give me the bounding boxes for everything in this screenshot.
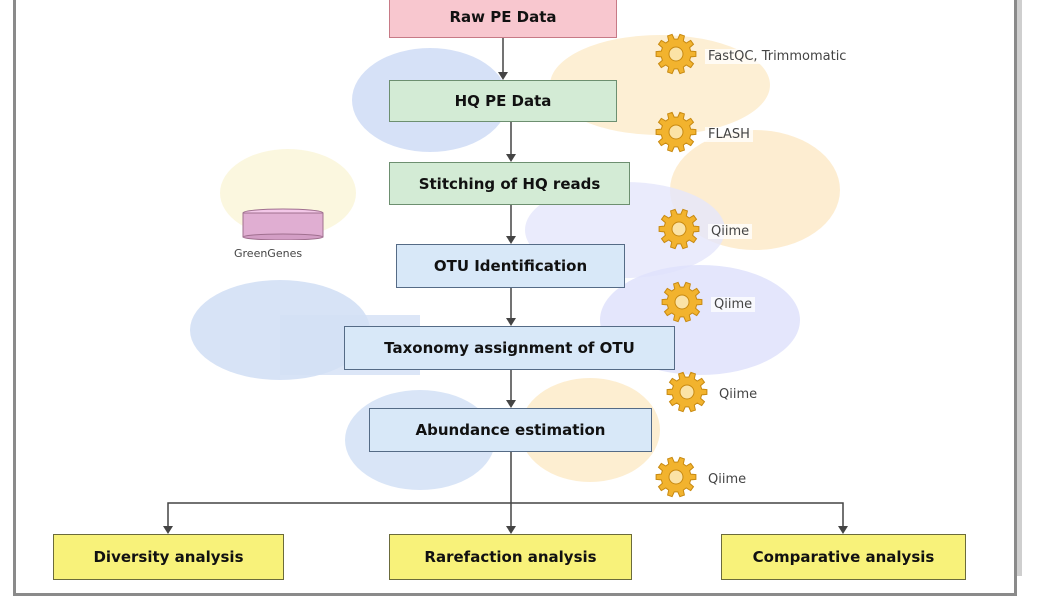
- gear-icon: [653, 109, 699, 159]
- analysis-comparative: Comparative analysis: [721, 534, 966, 580]
- gear-icon: [656, 206, 702, 256]
- step-abundance-estimation: Abundance estimation: [369, 408, 652, 452]
- tool-qiime-taxonomy: Qiime: [659, 279, 756, 329]
- gear-icon: [653, 31, 699, 81]
- database-icon: [241, 208, 325, 244]
- tool-flash: FLASH: [653, 109, 753, 159]
- gear-icon: [659, 279, 705, 329]
- step-taxonomy-assignment: Taxonomy assignment of OTU: [344, 326, 675, 370]
- step-raw-pe-data: Raw PE Data: [389, 0, 617, 38]
- step-hq-pe-data: HQ PE Data: [389, 80, 617, 122]
- step-stitching: Stitching of HQ reads: [389, 162, 630, 205]
- tool-qiime-analysis: Qiime: [653, 454, 750, 504]
- tool-qiime-otu: Qiime: [656, 206, 753, 256]
- tool-qiime-abundance: Qiime: [664, 369, 761, 419]
- arrowheads: [163, 72, 848, 534]
- gear-icon: [653, 454, 699, 504]
- frame-shadow: [1017, 0, 1022, 576]
- flow-connectors: [167, 38, 844, 530]
- database-label: GreenGenes: [234, 247, 303, 260]
- gear-icon: [664, 369, 710, 419]
- tool-fastqc: FastQC, Trimmomatic: [653, 31, 850, 81]
- analysis-rarefaction: Rarefaction analysis: [389, 534, 632, 580]
- step-otu-identification: OTU Identification: [396, 244, 625, 288]
- analysis-diversity: Diversity analysis: [53, 534, 284, 580]
